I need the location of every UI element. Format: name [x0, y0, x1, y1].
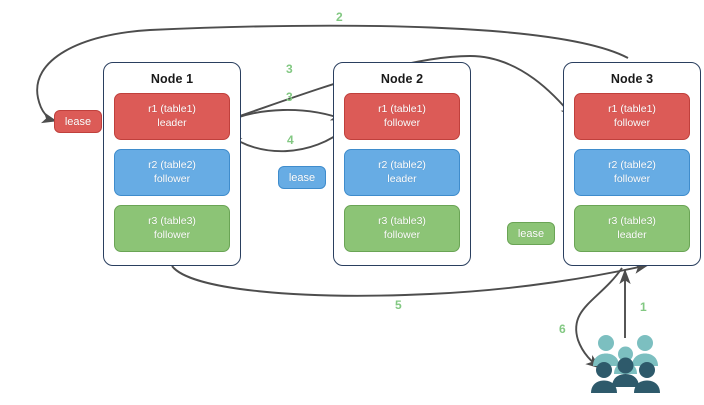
replica-role: follower [613, 172, 651, 185]
node-3-replica-r1[interactable]: r1 (table1) follower [574, 93, 690, 140]
users-icon-front-left [591, 362, 617, 393]
users-icon-front-right [634, 362, 660, 393]
node-2[interactable]: Node 2 r1 (table1) follower r2 (table2) … [333, 62, 471, 266]
replica-name: r2 (table2) [378, 159, 426, 171]
node-2-replica-r1[interactable]: r1 (table1) follower [344, 93, 460, 140]
replica-name: r3 (table3) [148, 215, 196, 227]
node-3-replica-r2[interactable]: r2 (table2) follower [574, 149, 690, 196]
edge-5-path [171, 262, 650, 297]
replica-role: leader [157, 116, 187, 129]
node-2-replica-r3[interactable]: r3 (table3) follower [344, 205, 460, 252]
replica-role: leader [387, 172, 417, 185]
replica-name: r1 (table1) [608, 103, 656, 115]
replica-role: follower [153, 228, 191, 241]
node-3[interactable]: Node 3 r1 (table1) follower r2 (table2) … [563, 62, 701, 266]
node-1[interactable]: Node 1 r1 (table1) leader r2 (table2) fo… [103, 62, 241, 266]
step-label-1: 1 [640, 300, 647, 314]
node-1-title: Node 1 [150, 72, 194, 86]
lease-blue[interactable]: lease [278, 166, 326, 189]
users-icon-back-right [632, 335, 658, 366]
users-icon-front-center [612, 357, 639, 387]
step-label-4: 4 [287, 133, 294, 147]
users-icon-back-left [593, 335, 619, 366]
step-label-3b: 3 [286, 90, 293, 104]
replica-role: leader [617, 228, 647, 241]
node-2-title: Node 2 [380, 72, 424, 86]
replica-role: follower [383, 228, 421, 241]
replica-role: follower [383, 116, 421, 129]
replica-name: r3 (table3) [608, 215, 656, 227]
replica-name: r2 (table2) [608, 159, 656, 171]
node-2-replicas: r1 (table1) follower r2 (table2) leader … [334, 93, 470, 262]
lease-red[interactable]: lease [54, 110, 102, 133]
replica-role: follower [613, 116, 651, 129]
step-label-2: 2 [336, 10, 343, 24]
node-1-replicas: r1 (table1) leader r2 (table2) follower … [104, 93, 240, 262]
users-icon [590, 332, 662, 394]
node-3-title: Node 3 [610, 72, 654, 86]
node-1-replica-r3[interactable]: r3 (table3) follower [114, 205, 230, 252]
replica-name: r3 (table3) [378, 215, 426, 227]
step-label-5: 5 [395, 298, 402, 312]
node-1-replica-r2[interactable]: r2 (table2) follower [114, 149, 230, 196]
node-2-replica-r2[interactable]: r2 (table2) leader [344, 149, 460, 196]
lease-green[interactable]: lease [507, 222, 555, 245]
replica-name: r1 (table1) [148, 103, 196, 115]
node-1-replica-r1[interactable]: r1 (table1) leader [114, 93, 230, 140]
node-3-replicas: r1 (table1) follower r2 (table2) followe… [564, 93, 700, 262]
replica-name: r2 (table2) [148, 159, 196, 171]
step-label-3a: 3 [286, 62, 293, 76]
step-label-6: 6 [559, 322, 566, 336]
node-3-replica-r3[interactable]: r3 (table3) leader [574, 205, 690, 252]
replica-name: r1 (table1) [378, 103, 426, 115]
replica-role: follower [153, 172, 191, 185]
